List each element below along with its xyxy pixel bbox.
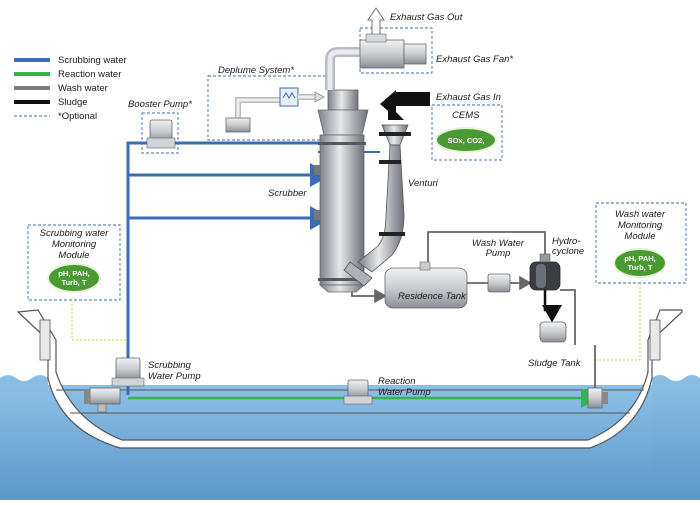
label-line: SOx, CO2, xyxy=(448,136,485,145)
sludge-tank-label: Sludge Tank xyxy=(528,358,582,369)
scrubber-column xyxy=(314,47,369,293)
label-line: Monitoring xyxy=(618,220,663,231)
cems-label: CEMS xyxy=(452,110,480,121)
hydrocyclone-label: Hydro-cyclone xyxy=(552,236,584,257)
exhaust-gas-in-arrowhead xyxy=(388,104,404,120)
legend-label: *Optional xyxy=(58,111,97,122)
legend-label: Reaction water xyxy=(58,69,121,80)
label-line: Wash Water xyxy=(472,238,525,249)
label-line: cyclone xyxy=(552,246,584,257)
label-line: Module xyxy=(624,231,655,242)
deplume-system xyxy=(225,87,325,133)
label-line: pH, PAH, xyxy=(624,254,656,263)
label-line: Water Pump xyxy=(148,371,201,382)
sludge-line xyxy=(542,290,562,323)
label-line: Reaction xyxy=(378,376,416,387)
scrubbing-water-pump xyxy=(84,357,145,413)
scrubbing-sensor: pH, PAH,Turb, T xyxy=(47,263,101,293)
scrubbing-water-lines xyxy=(126,141,380,395)
hydrocyclone xyxy=(529,253,561,291)
wash-water-pump xyxy=(487,273,511,293)
exhaust-gas-in-arrow xyxy=(380,90,430,118)
label-line: pH, PAH, xyxy=(58,269,90,278)
legend-label: Sludge xyxy=(58,97,88,108)
exhaust-gas-out-label: Exhaust Gas Out xyxy=(390,12,463,23)
label-line: Water Pump xyxy=(378,387,431,398)
venturi xyxy=(343,124,411,287)
outlet-valve xyxy=(587,387,608,409)
cems-sensor: SOx, CO2, xyxy=(435,127,497,153)
svg-text:SOx, CO2,: SOx, CO2, xyxy=(448,136,485,145)
wash-sensor: pH, PAH,Turb, T xyxy=(613,248,667,278)
label-line: Hydro- xyxy=(552,236,581,247)
exhaust-gas-in-label: Exhaust Gas In xyxy=(436,92,501,103)
label-line: Turb, T xyxy=(628,263,653,272)
label-line: Monitoring xyxy=(52,239,97,250)
label-line: Scrubbing xyxy=(148,360,191,371)
label-line: Pump xyxy=(486,248,511,259)
exhaust-gas-out-arrow xyxy=(367,7,385,37)
venturi-label: Venturi xyxy=(408,178,439,189)
label-line: Scrubbing water xyxy=(40,228,109,239)
sludge-tank xyxy=(539,321,567,343)
label-line: Module xyxy=(58,250,89,261)
scrubber-label: Scrubber xyxy=(268,188,307,199)
ship-hull xyxy=(16,309,683,449)
svg-text:pH, PAH,Turb, T: pH, PAH,Turb, T xyxy=(624,254,656,272)
deplume-system-label: Deplume System* xyxy=(218,65,294,76)
svg-text:pH, PAH,Turb, T: pH, PAH,Turb, T xyxy=(58,269,90,287)
legend-label: Scrubbing water xyxy=(58,55,127,66)
booster-pump-label: Booster Pump* xyxy=(128,99,192,110)
label-line: Turb, T xyxy=(62,278,87,287)
exhaust-gas-fan-label: Exhaust Gas Fan* xyxy=(436,54,513,65)
legend-label: Wash water xyxy=(58,83,108,94)
reaction-water-pump xyxy=(343,379,373,405)
exhaust-gas-fan xyxy=(359,33,427,69)
residence-tank xyxy=(384,261,468,309)
booster-pump xyxy=(146,119,176,149)
monitoring-signal-lines xyxy=(71,283,641,361)
label-line: Wash water xyxy=(615,209,666,220)
residence-tank-label: Residence Tank xyxy=(398,291,467,302)
